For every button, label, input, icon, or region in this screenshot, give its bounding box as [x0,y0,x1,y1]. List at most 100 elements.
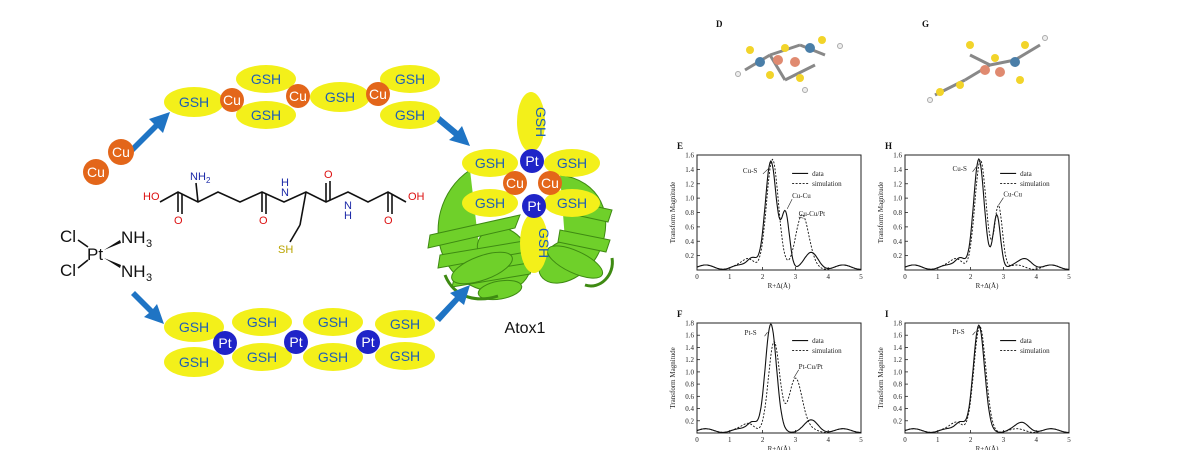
plot-frame-I [904,322,1070,434]
x-tick-label: 2 [969,436,973,444]
annotation-pointer [793,369,799,379]
x-tick-label: 0 [903,273,907,281]
pt-gsh-complex-chain: GSH GSH GSH GSH GSH GSH GSH GSH Pt Pt Pt [164,308,435,377]
oxygen-label: O [174,215,183,227]
x-axis-label: R+Δ(Å) [976,445,1000,450]
pt-label: Pt [218,335,231,351]
structure-d-label: D [716,19,723,29]
plot-frame-F [696,322,862,434]
y-tick-label: 0.8 [685,209,694,217]
cu-label: Cu [541,175,559,191]
gsh-label: GSH [390,348,420,364]
simulation-curve [696,341,861,433]
atox1-metal-cluster: GSH GSH GSH GSH GSH GSH Pt Cu Cu Pt [462,92,600,273]
peak-annotation: Cu-S [953,165,968,173]
legend-sim-label: simulation [812,347,842,355]
y-tick-label: 1.2 [685,180,694,188]
legend-data-label: data [1020,337,1033,345]
simulation-curve [696,158,861,270]
annotation-pointer [798,216,804,219]
gsh-label: GSH [251,107,281,123]
cisplatin-structure: Cl Cl Pt NH 3 NH 3 [60,227,152,284]
gsh-label: GSH [395,71,425,87]
x-tick-label: 3 [1002,273,1006,281]
panel-label-I: I [885,309,889,319]
peak-annotation: Cu-Cu/Pt [799,210,826,218]
simulation-curve [904,159,1069,270]
gsh-label: GSH [247,314,277,330]
x-tick-label: 1 [936,273,940,281]
y-tick-label: 1.6 [893,152,902,160]
peak-annotation: Cu-Cu [1003,191,1022,199]
y-tick-label: 1.2 [893,180,902,188]
x-tick-label: 4 [826,273,830,281]
x-tick-label: 1 [936,436,940,444]
x-tick-label: 0 [903,436,907,444]
annotation-pointer [786,198,793,210]
amine-label: NH [190,171,206,183]
y-tick-label: 0.6 [893,393,902,401]
y-tick-label: 0.6 [685,393,694,401]
chlorine-label: Cl [60,227,76,246]
annotation-pointer [972,331,976,336]
pt-label: Pt [361,334,374,350]
annotation-pointer [998,197,1004,206]
arrow-pt-to-protein [435,285,470,322]
gsh-label: GSH [179,319,209,335]
pathway-arrows [130,112,470,324]
x-tick-label: 0 [695,436,699,444]
panel-label-H: H [885,141,892,151]
y-tick-label: 0.4 [685,405,694,413]
cu-label: Cu [369,86,387,102]
atox1-protein-ribbon [427,152,614,301]
pt-label: Pt [527,198,540,214]
y-tick-label: 0.2 [893,252,902,260]
data-curve [904,324,1069,433]
cluster-structure-g [927,35,1048,103]
cu-gsh-complex-chain: GSH GSH GSH GSH GSH GSH Cu Cu Cu [164,65,440,129]
hydroxyl-label: HO [143,191,160,203]
x-tick-label: 4 [826,436,830,444]
oxygen-label: O [324,169,333,181]
peak-annotation: Cu-S [743,167,758,175]
data-curve [696,323,861,433]
annotation-pointer [764,331,768,337]
legend-sim-label: simulation [1020,347,1050,355]
gsh-label: GSH [557,195,587,211]
y-axis-label: Transform Magnitude [877,182,885,243]
x-tick-label: 3 [1002,436,1006,444]
y-tick-label: 1.8 [893,320,902,328]
annotation-pointer [972,165,978,172]
y-axis-label: Transform Magnitude [669,347,677,408]
peak-annotation: Pt-Cu/Pt [799,363,823,371]
plot-frame-H [904,154,1070,271]
legend-sim-label: simulation [1020,180,1050,188]
x-tick-label: 5 [1067,273,1071,281]
arrow-cu-to-protein [436,116,470,146]
y-tick-label: 1.0 [893,195,902,203]
y-tick-label: 1.4 [893,344,902,352]
cu-ion [108,139,134,165]
cu-ion-label: Cu [112,144,130,160]
gsh-label: GSH [390,316,420,332]
x-tick-label: 3 [794,273,798,281]
x-tick-label: 3 [794,436,798,444]
y-tick-label: 1.6 [685,332,694,340]
y-axis-label: Transform Magnitude [877,347,885,408]
pt-label: Pt [525,153,538,169]
peak-annotation: Pt-S [953,328,965,336]
x-axis-label: R+Δ(Å) [768,445,792,450]
gsh-label: GSH [536,228,552,258]
y-tick-label: 0.2 [893,417,902,425]
structure-g-label: G [922,19,929,29]
peak-annotation: Pt-S [745,329,757,337]
panel-label-F: F [677,309,683,319]
x-tick-label: 4 [1034,436,1038,444]
y-tick-label: 0.8 [893,209,902,217]
glutathione-structure: HO O NH 2 O H N O N H O OH SH [143,169,425,256]
y-tick-label: 1.6 [685,152,694,160]
y-tick-label: 1.2 [685,356,694,364]
x-tick-label: 2 [969,273,973,281]
